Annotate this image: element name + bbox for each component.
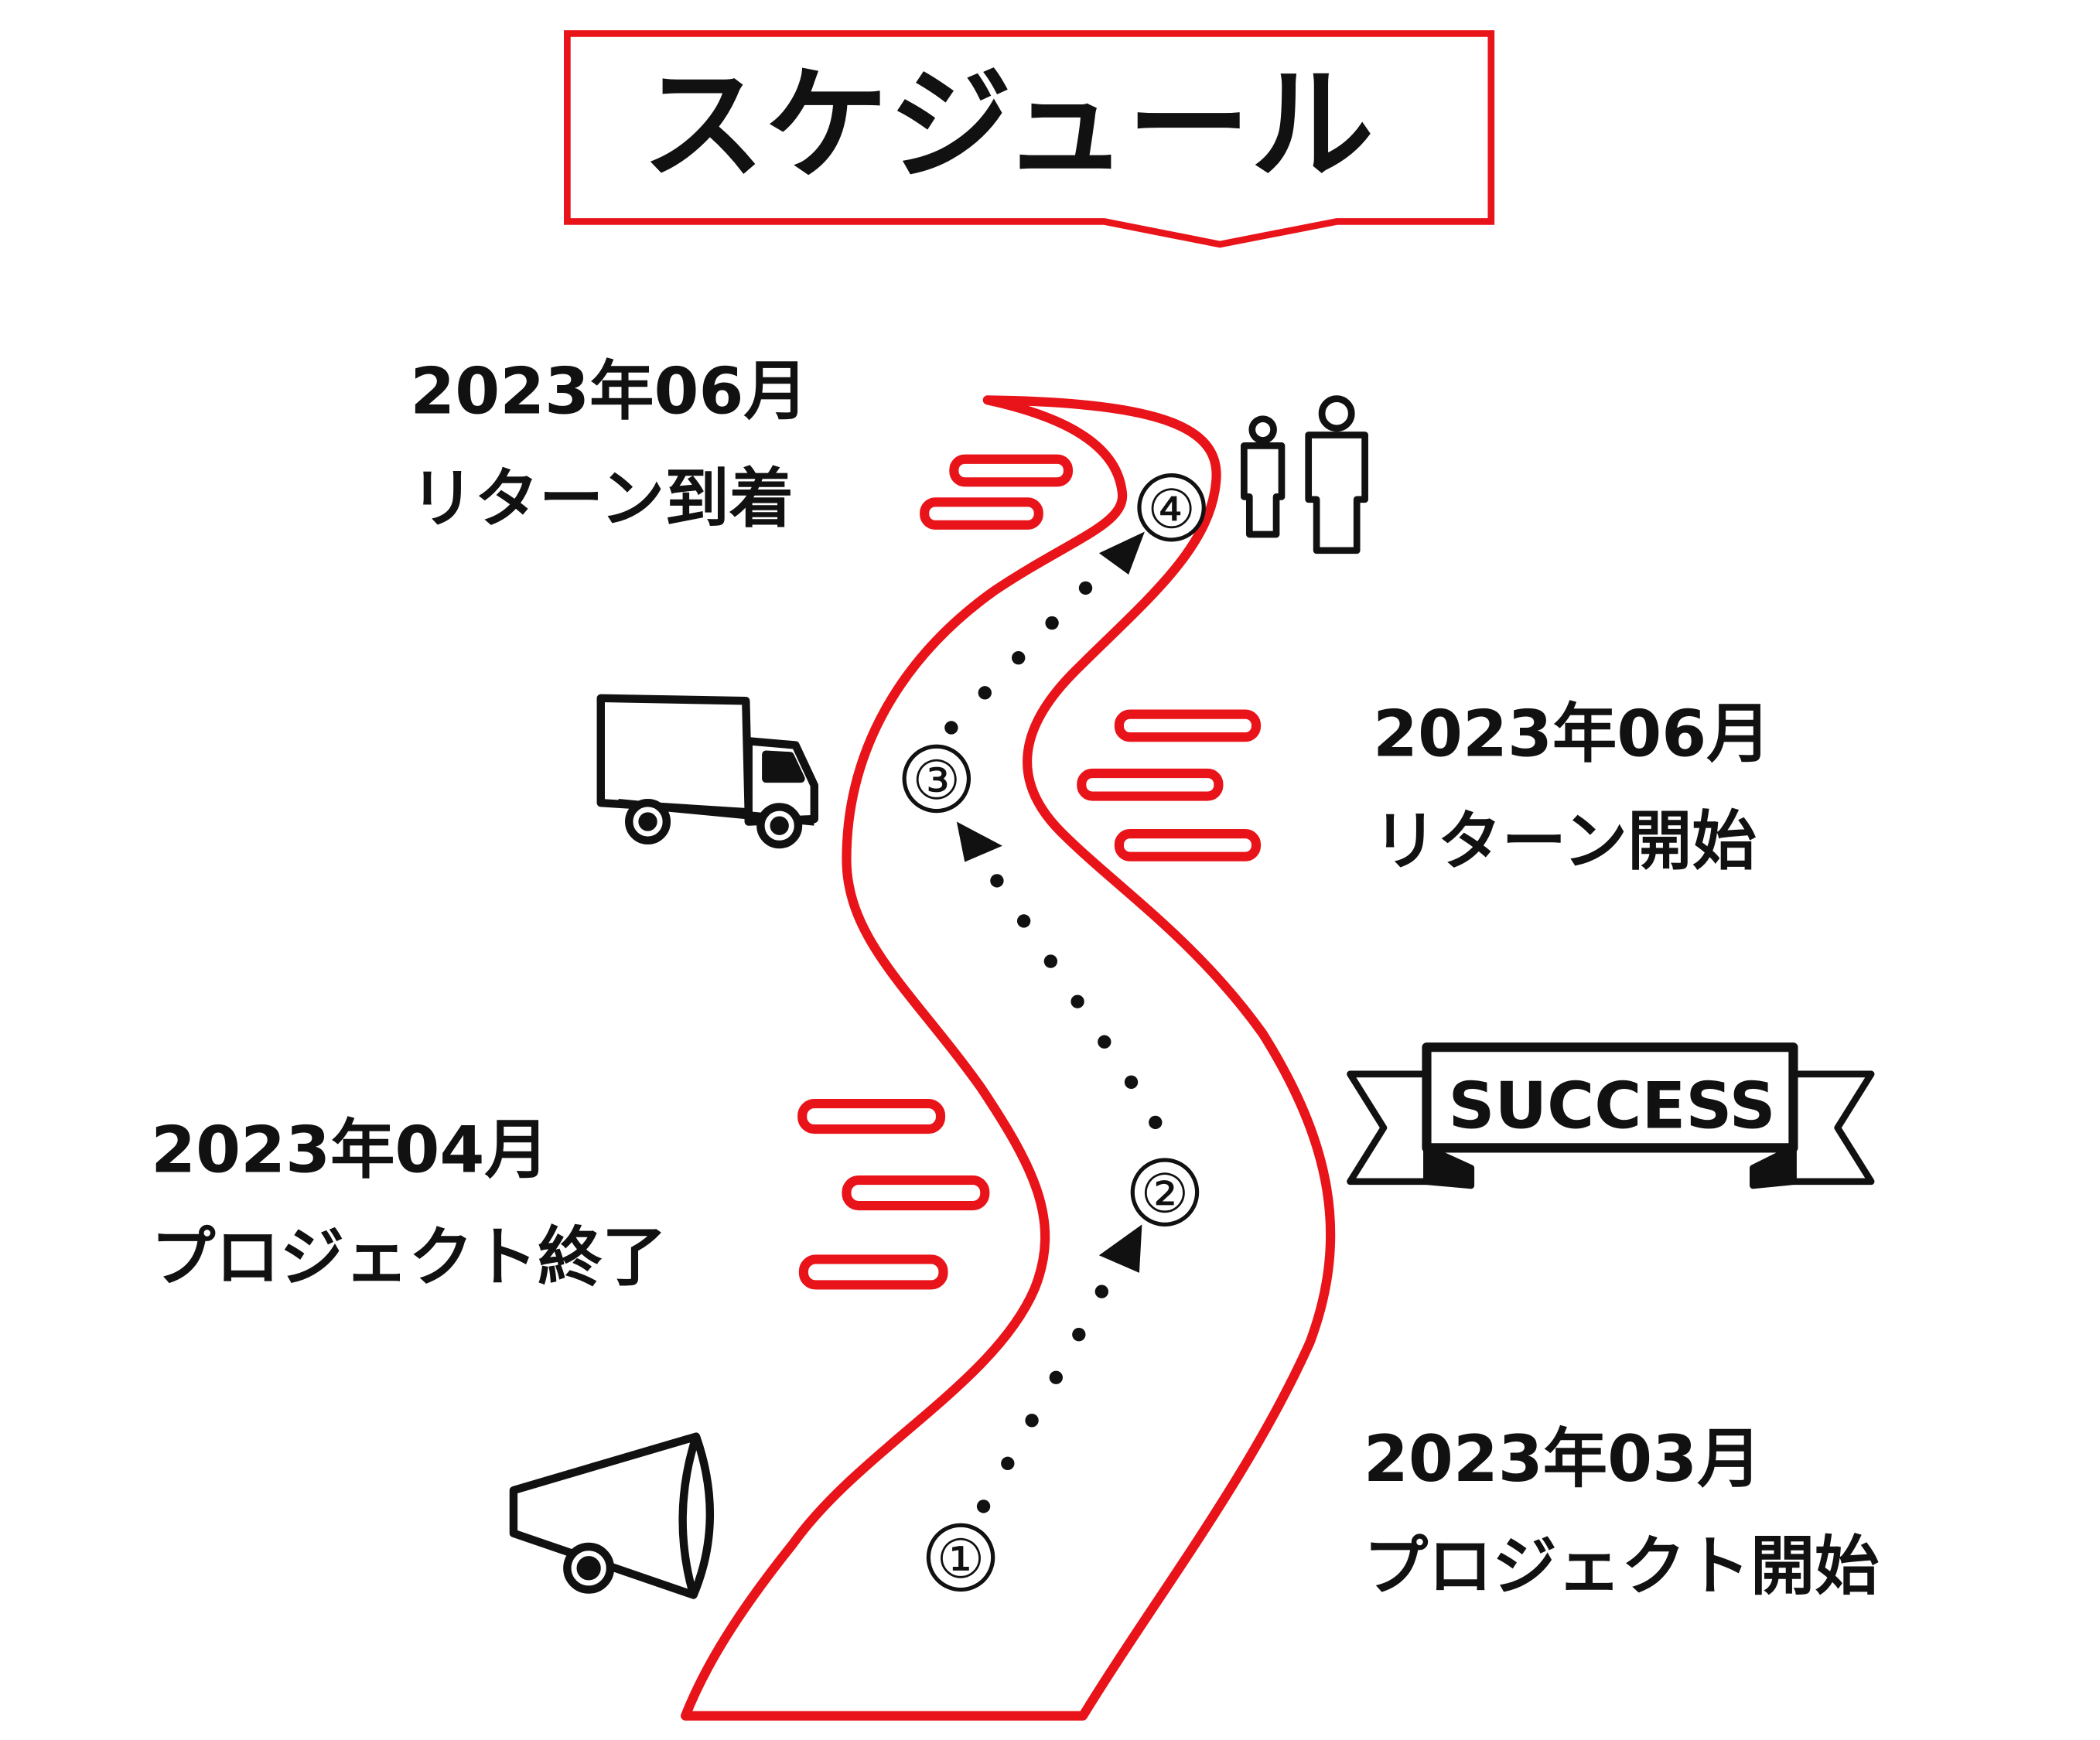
arrow-icon	[1098, 531, 1145, 575]
title-box: スケジュール	[564, 30, 1495, 248]
success-banner-text: SUCCESS	[1448, 1068, 1775, 1143]
milestone-4-number: ④	[1147, 479, 1195, 541]
milestone-3-number: ③	[913, 750, 961, 812]
megaphone-icon	[509, 1432, 715, 1599]
milestone-1-label: プロジェクト開始	[1364, 1529, 1880, 1604]
people-icon	[1241, 395, 1368, 554]
milestone-2-label: プロジェクト終了	[151, 1220, 667, 1295]
truck-icon	[596, 694, 819, 849]
success-banner-icon	[1347, 1042, 1875, 1189]
road-markings	[797, 454, 1262, 1290]
page-title: スケジュール	[641, 53, 1374, 197]
milestone-1-number: ①	[937, 1529, 985, 1591]
milestone-1-date: 2023年03月	[1364, 1421, 1762, 1496]
milestone-4-label: リターン到着	[410, 462, 794, 537]
milestone-2-date: 2023年04月	[151, 1113, 549, 1188]
milestone-4-date: 2023年06月	[410, 354, 808, 429]
milestone-numbers	[902, 473, 1206, 1592]
route-dots	[944, 531, 1163, 1513]
milestone-3-label: リターン開始	[1373, 803, 1757, 879]
arrow-icon	[956, 821, 1002, 862]
arrow-icon	[1098, 1224, 1142, 1273]
road	[681, 395, 1336, 1721]
milestone-2-number: ②	[1141, 1164, 1189, 1226]
milestone-3-date: 2023年06月	[1373, 696, 1771, 771]
